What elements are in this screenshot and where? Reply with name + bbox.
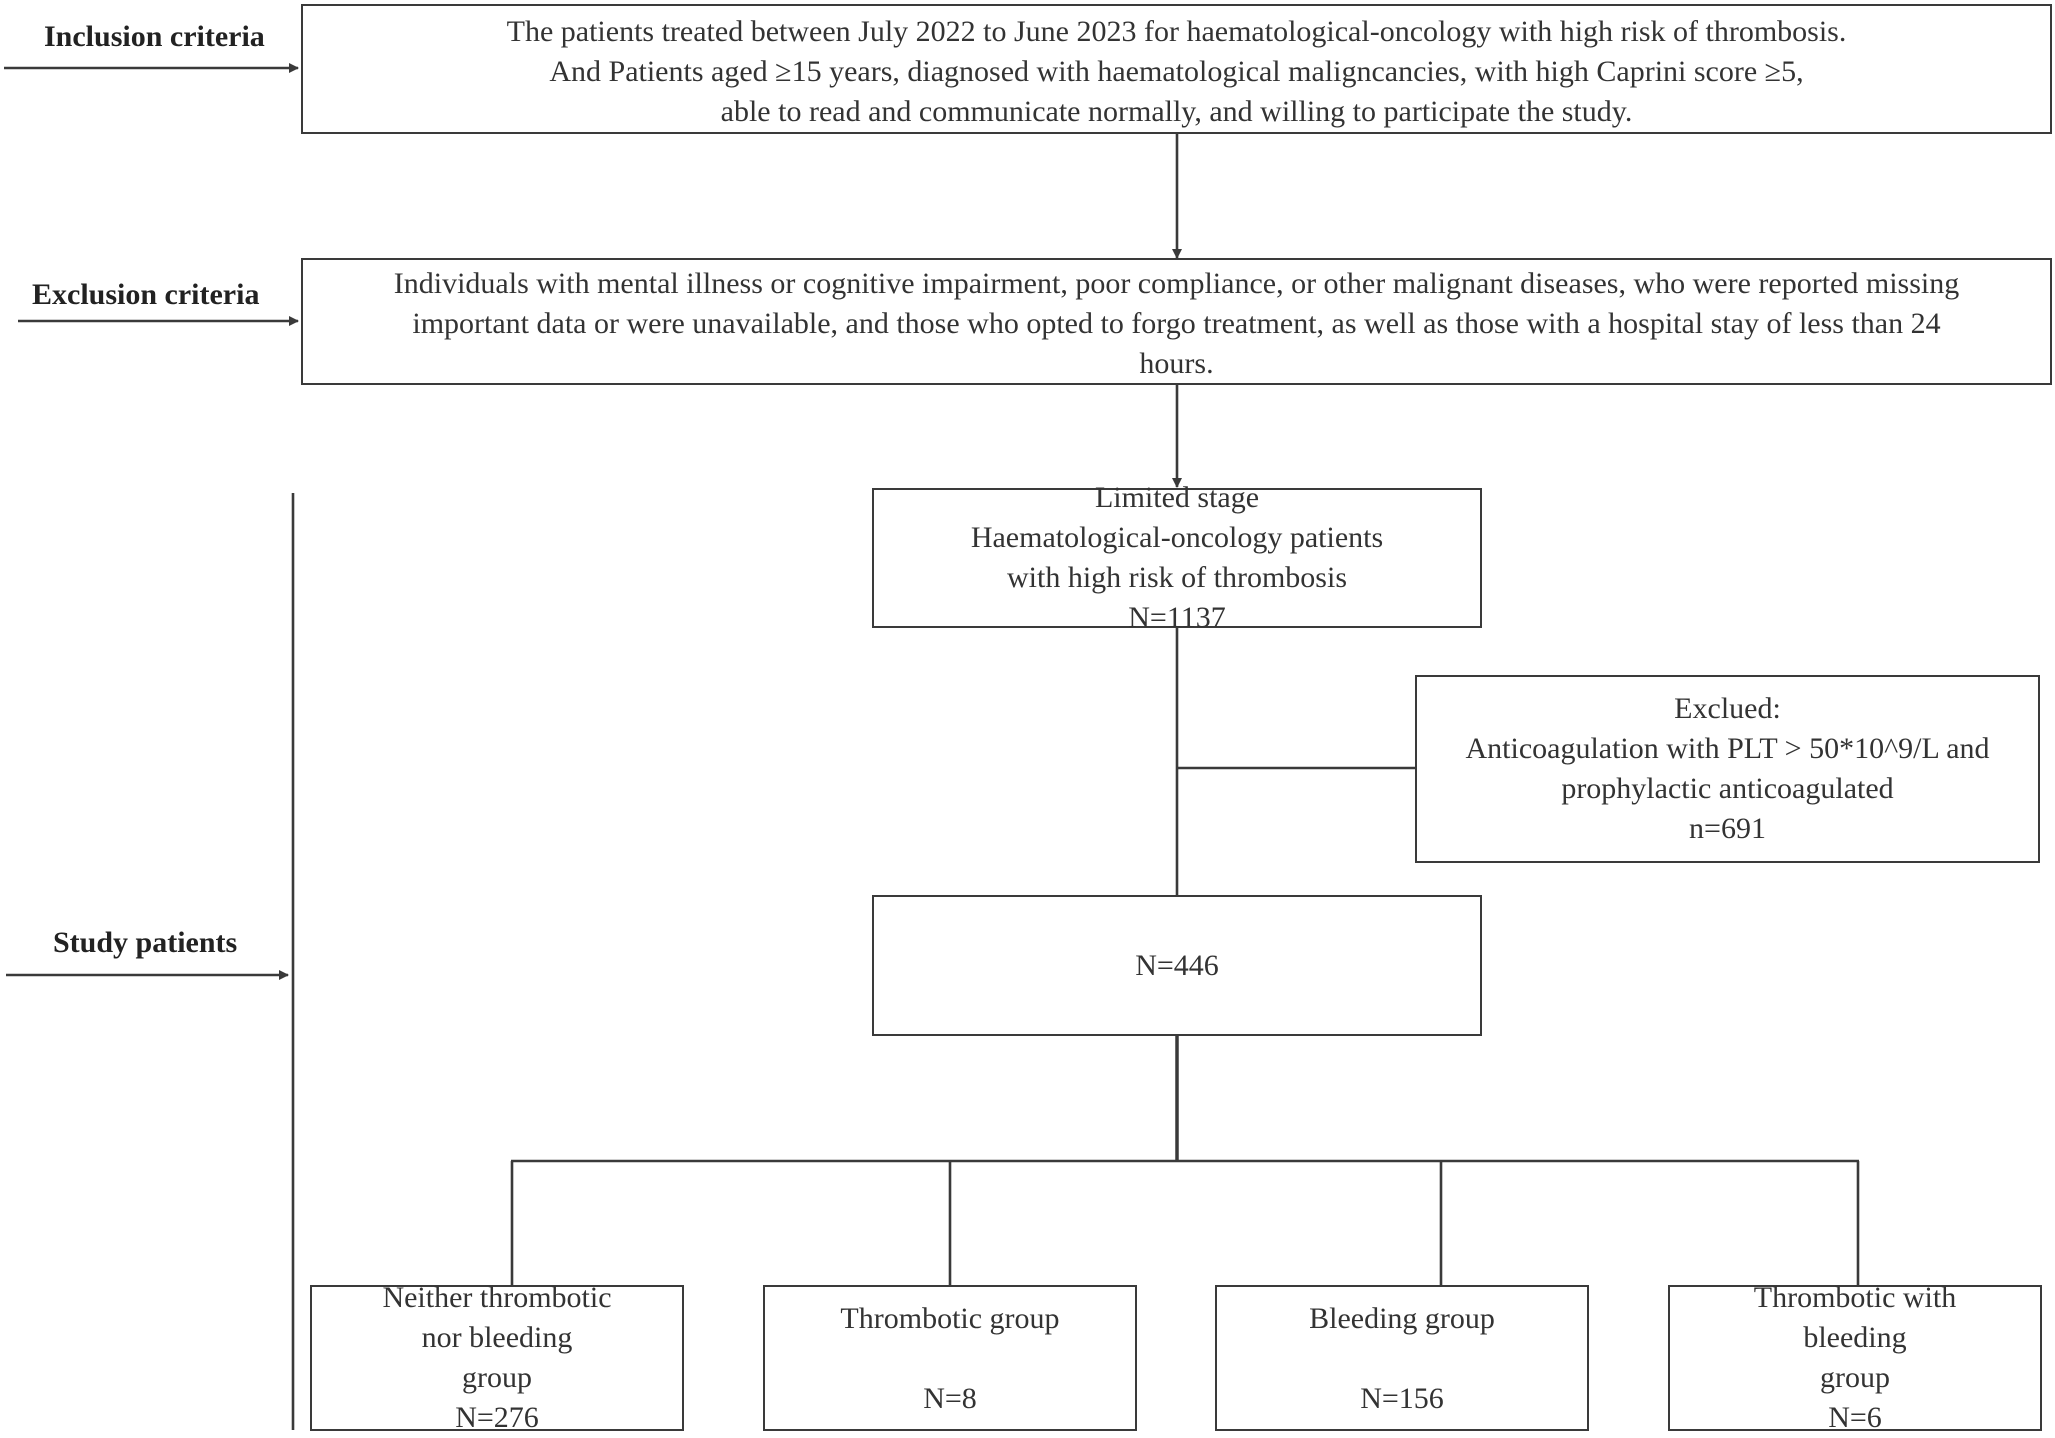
inclusion-criteria-box: The patients treated between July 2022 t…: [301, 4, 2052, 134]
study-total-box: N=446: [872, 895, 1482, 1036]
group-box-bleeding: Bleeding group N=156: [1215, 1285, 1589, 1431]
excluded-line-4: n=691: [1689, 812, 1766, 845]
group-box-neither: Neither thrombotic nor bleeding group N=…: [310, 1281, 684, 1434]
group-1-name-line-2: nor bleeding: [421, 1321, 573, 1354]
exclusion-criteria-box: Individuals with mental illness or cogni…: [301, 258, 2052, 385]
exclusion-criteria-label: Exclusion criteria: [32, 278, 260, 311]
inclusion-criteria-label: Inclusion criteria: [44, 20, 265, 53]
exclusion-line-2: important data or were unavailable, and …: [412, 307, 1941, 340]
group-2-count: N=8: [923, 1382, 977, 1415]
group-4-count: N=6: [1828, 1401, 1882, 1434]
group-4-name-line-1: Thrombotic with: [1753, 1281, 1957, 1314]
group-box-thrombotic: Thrombotic group N=8: [763, 1285, 1137, 1431]
group-box-thrombotic-bleeding: Thrombotic with bleeding group N=6: [1668, 1281, 2042, 1434]
group-4-name-line-2: bleeding: [1803, 1321, 1907, 1354]
inclusion-line-3: able to read and communicate normally, a…: [720, 95, 1633, 128]
limited-line-4: N=1137: [1128, 601, 1226, 634]
limited-line-3: with high risk of thrombosis: [1006, 561, 1347, 594]
study-patients-label: Study patients: [53, 926, 238, 959]
group-1-name-line-3: group: [462, 1361, 532, 1394]
group-1-name-line-1: Neither thrombotic: [382, 1281, 612, 1314]
limited-line-1: Limited stage: [1094, 481, 1260, 514]
exclusion-line-3: hours.: [1139, 347, 1214, 380]
excluded-line-2: Anticoagulation with PLT > 50*10^9/L and: [1465, 732, 1990, 765]
excluded-line-1: Exclued:: [1674, 692, 1781, 725]
study-total-text: N=446: [1135, 948, 1219, 982]
inclusion-line-2: And Patients aged ≥15 years, diagnosed w…: [549, 55, 1804, 88]
limited-stage-box: Limited stage Haematological-oncology pa…: [872, 481, 1482, 634]
excluded-box: Exclued: Anticoagulation with PLT > 50*1…: [1415, 675, 2040, 863]
group-3-count: N=156: [1360, 1382, 1444, 1415]
inclusion-line-1: The patients treated between July 2022 t…: [506, 15, 1847, 48]
group-1-count: N=276: [455, 1401, 539, 1434]
group-2-name: Thrombotic group: [840, 1302, 1060, 1335]
group-4-name-line-3: group: [1820, 1361, 1890, 1394]
limited-line-2: Haematological-oncology patients: [970, 521, 1384, 554]
exclusion-line-1: Individuals with mental illness or cogni…: [393, 267, 1960, 300]
group-3-name: Bleeding group: [1309, 1302, 1495, 1335]
excluded-line-3: prophylactic anticoagulated: [1561, 772, 1894, 805]
